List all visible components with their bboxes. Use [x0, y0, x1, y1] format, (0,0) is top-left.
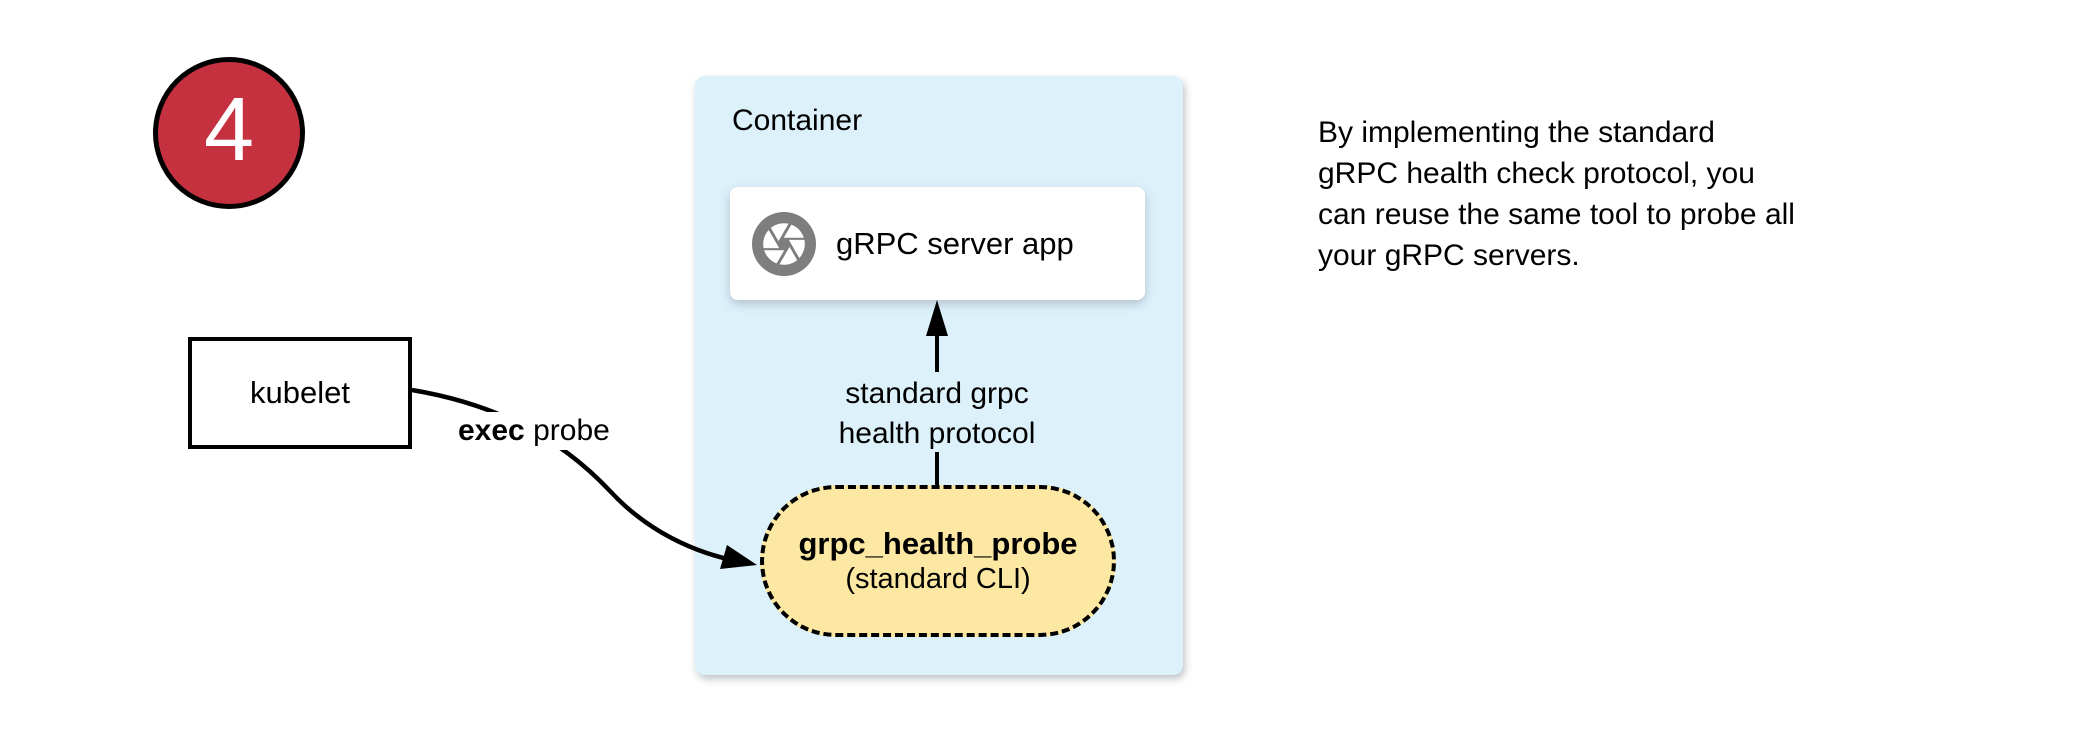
probe-title: grpc_health_probe: [798, 526, 1078, 561]
health-protocol-label-line1: standard grpc: [845, 377, 1029, 410]
grpc-health-probe-node: grpc_health_probe (standard CLI): [760, 485, 1116, 637]
step-badge: 4: [153, 57, 305, 209]
probe-subtitle: (standard CLI): [845, 563, 1031, 596]
caption-line: By implementing the standard: [1318, 116, 1715, 149]
exec-probe-label-rest: probe: [524, 414, 610, 447]
step-number: 4: [203, 80, 255, 180]
caption-line: your gRPC servers.: [1318, 239, 1580, 272]
health-protocol-label-line2: health protocol: [838, 417, 1036, 450]
grpc-server-label: gRPC server app: [836, 225, 1074, 261]
health-protocol-label: standard grpc health protocol: [787, 374, 1087, 454]
kubelet-node: kubelet: [188, 337, 412, 449]
container-label: Container: [732, 104, 863, 137]
grpc-server-node: gRPC server app: [730, 187, 1145, 300]
aperture-icon: [752, 211, 816, 276]
caption-line: can reuse the same tool to probe all: [1318, 198, 1795, 231]
exec-probe-label-bold: exec: [458, 414, 525, 447]
exec-probe-label: exec probe: [450, 412, 618, 450]
kubelet-label: kubelet: [250, 375, 350, 410]
container-panel: Container gRPC server app: [695, 76, 1183, 675]
caption-paragraph: By implementing the standard gRPC health…: [1318, 112, 1795, 276]
caption-line: gRPC health check protocol, you: [1318, 157, 1755, 190]
